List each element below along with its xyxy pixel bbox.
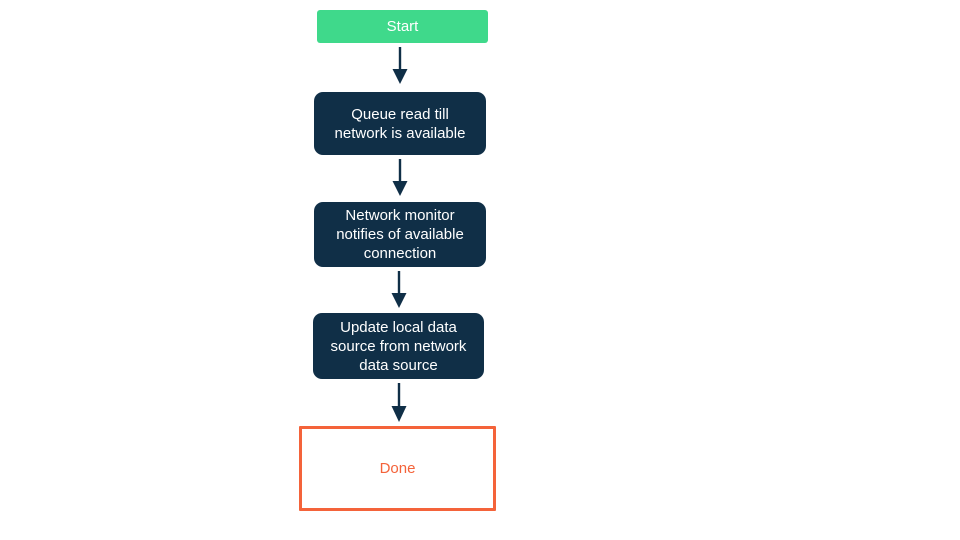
arrow-down-icon [392,47,408,84]
node-queue-read-label: Queue read till network is available [334,105,466,142]
node-start[interactable]: Start [317,10,488,43]
arrow-down-icon [391,383,407,422]
node-done-label: Done [379,460,416,477]
arrow-down-icon [391,271,407,308]
node-network-monitor[interactable]: Network monitor notifies of available co… [314,202,486,267]
node-queue-read[interactable]: Queue read till network is available [314,92,486,155]
node-done[interactable]: Done [299,426,496,511]
node-update-local[interactable]: Update local data source from network da… [313,313,484,379]
node-start-label: Start [386,18,419,35]
node-network-monitor-label: Network monitor notifies of available co… [336,207,464,262]
edge-start-to-queue-read [392,47,408,85]
edge-network-monitor-to-update-local [391,271,407,309]
arrow-down-icon [392,159,408,196]
edge-queue-read-to-network-monitor [392,159,408,197]
node-update-local-label: Update local data source from network da… [330,318,467,374]
edge-update-local-to-done [391,383,407,423]
